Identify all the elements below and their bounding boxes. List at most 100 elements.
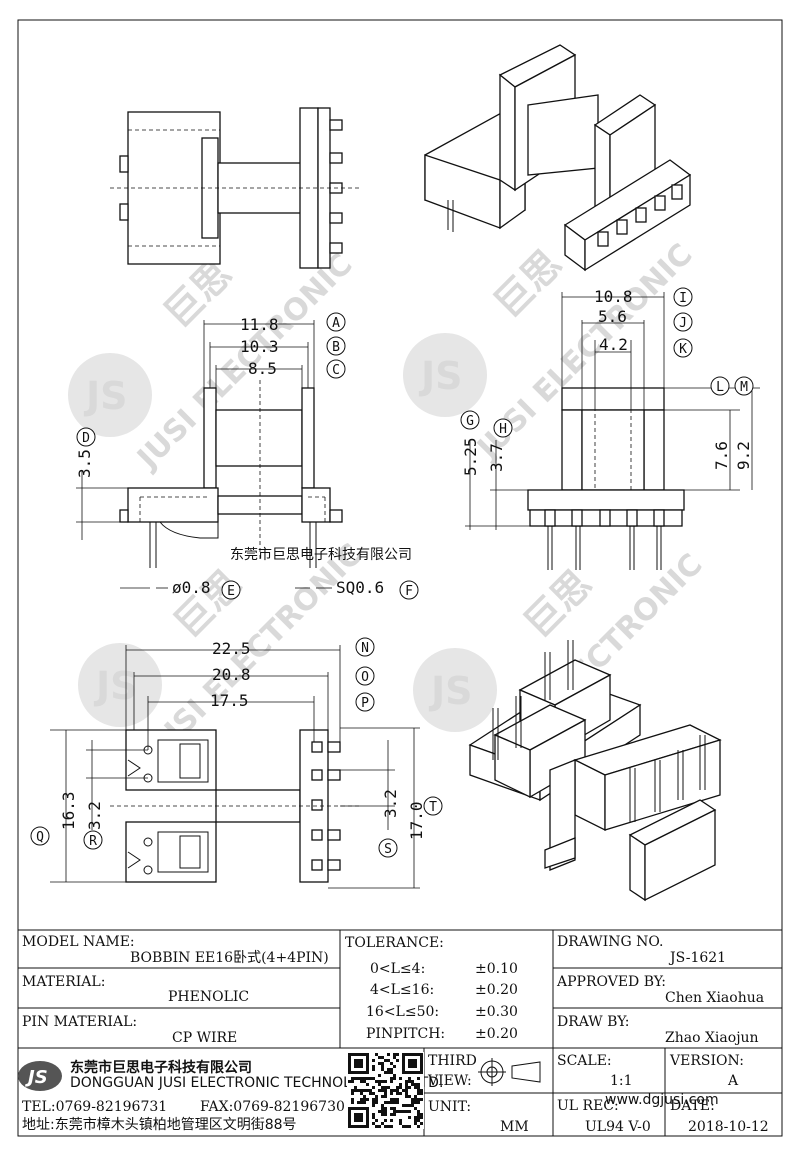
svg-text:Q: Q	[36, 830, 44, 845]
circle-label-r: R	[83, 830, 103, 850]
circle-label-k: K	[673, 338, 693, 358]
svg-text:JS: JS	[93, 664, 138, 708]
svg-text:E: E	[227, 584, 235, 599]
ul-rec-label: UL REC:	[557, 1098, 619, 1114]
circle-label-m: M	[734, 376, 754, 396]
watermark-cn-2: 巨思	[485, 242, 570, 327]
circle-label-h: H	[493, 418, 513, 438]
title-block: MODEL NAME: BOBBIN EE16卧式(4+4PIN) MATERI…	[18, 929, 782, 1136]
svg-text:JS: JS	[25, 1067, 48, 1088]
svg-text:G: G	[466, 414, 474, 429]
svg-text:K: K	[679, 342, 687, 357]
circle-label-c: C	[326, 359, 346, 379]
js-watermark-logo-1: JS	[68, 353, 152, 437]
company-logo: JS	[18, 1061, 62, 1091]
drawing-no-label: DRAWING NO.	[557, 934, 663, 950]
svg-text:JS: JS	[418, 354, 463, 398]
svg-text:5.25: 5.25	[461, 437, 480, 476]
svg-text:20.8: 20.8	[212, 665, 251, 684]
svg-text:B: B	[332, 340, 340, 355]
company-watermark-text: 东莞市巨思电子科技有限公司	[230, 546, 412, 563]
model-name-label: MODEL NAME:	[22, 934, 135, 950]
svg-text:JS: JS	[428, 669, 473, 713]
company-fax: FAX:0769-82196730	[200, 1099, 345, 1115]
svg-text:7.6: 7.6	[712, 441, 731, 470]
svg-text:JS: JS	[83, 374, 128, 418]
ul-rec-value: UL94 V-0	[585, 1119, 651, 1135]
circle-label-g: G	[460, 410, 480, 430]
third-view-label-2: VIEW:	[427, 1073, 472, 1089]
date-value: 2018-10-12	[688, 1119, 769, 1135]
circle-label-t: T	[423, 796, 443, 816]
top-view-dims: 11.8 10.3 8.5 3.5 ø0.8 SQ0.6	[75, 315, 384, 597]
third-view-label-1: THIRD	[428, 1053, 477, 1069]
sheet-border	[17, 19, 783, 1137]
svg-text:M: M	[740, 380, 748, 395]
svg-text:SQ0.6: SQ0.6	[336, 578, 384, 597]
circle-label-n: N	[355, 637, 375, 657]
tolerance-label: TOLERANCE:	[345, 935, 444, 951]
approved-by-value: Chen Xiaohua	[665, 990, 764, 1006]
circle-label-o: O	[355, 666, 375, 686]
circle-label-f: F	[399, 580, 419, 600]
pin-material-label: PIN MATERIAL:	[22, 1014, 137, 1030]
svg-text:N: N	[361, 641, 369, 656]
circle-label-j: J	[673, 312, 693, 332]
circle-label-b: B	[326, 336, 346, 356]
svg-text:T: T	[429, 800, 437, 815]
tol-value-3: ±0.20	[475, 1026, 518, 1042]
svg-text:O: O	[361, 670, 369, 685]
approved-by-label: APPROVED BY:	[556, 974, 666, 990]
svg-text:8.5: 8.5	[248, 359, 277, 378]
tol-range-3: PINPITCH:	[366, 1026, 445, 1042]
svg-text:16.3: 16.3	[59, 791, 78, 830]
svg-text:4.2: 4.2	[599, 335, 628, 354]
material-value: PHENOLIC	[168, 989, 249, 1005]
svg-text:3.7: 3.7	[487, 443, 506, 472]
svg-text:J: J	[679, 316, 687, 331]
svg-text:17.0: 17.0	[407, 801, 426, 840]
version-label: VERSION:	[669, 1053, 744, 1069]
draw-by-value: Zhao Xiaojun	[665, 1030, 759, 1046]
scale-label: SCALE:	[557, 1053, 612, 1069]
material-label: MATERIAL:	[22, 974, 105, 990]
side-view-dims: 10.8 5.6 4.2 7.6 9.2 5.25 3.7	[461, 287, 760, 570]
qr-code-icon	[347, 1052, 424, 1129]
svg-text:3.5: 3.5	[75, 449, 94, 478]
drawing-no-value: JS-1621	[668, 950, 726, 966]
svg-text:3.2: 3.2	[381, 789, 400, 818]
unit-value: MM	[500, 1119, 529, 1135]
svg-text:10.3: 10.3	[240, 337, 279, 356]
draw-by-label: DRAW BY:	[557, 1014, 629, 1030]
js-watermark-logo-2: JS	[403, 333, 487, 417]
circle-label-p: P	[355, 692, 375, 712]
company-address: 地址:东莞市樟木头镇柏地管理区文明街88号	[22, 1116, 297, 1133]
circle-label-a: A	[326, 312, 346, 332]
svg-text:D: D	[82, 431, 90, 446]
svg-text:L: L	[716, 380, 724, 395]
circle-label-d: D	[76, 427, 96, 447]
circle-label-s: S	[378, 838, 398, 858]
watermark-cn-4: 巨思	[515, 562, 600, 647]
bottom-view-dims: 22.5 20.8 17.5 16.3 3.2 3.2 17.0	[50, 639, 426, 889]
svg-text:11.8: 11.8	[240, 315, 279, 334]
svg-text:5.6: 5.6	[598, 307, 627, 326]
svg-text:3.2: 3.2	[85, 801, 104, 830]
circle-label-q: Q	[30, 826, 50, 846]
svg-text:P: P	[361, 696, 369, 711]
third-angle-projection-icon	[478, 1058, 541, 1086]
unit-label: UNIT:	[428, 1099, 471, 1115]
circle-label-l: L	[710, 376, 730, 396]
date-label: DATE:	[670, 1098, 715, 1114]
svg-text:R: R	[89, 834, 97, 849]
circle-label-i: I	[673, 287, 693, 307]
svg-text:9.2: 9.2	[734, 441, 753, 470]
svg-text:H: H	[499, 422, 507, 437]
js-watermark-logo-3: JS	[78, 643, 162, 727]
svg-text:ø0.8: ø0.8	[172, 578, 211, 597]
company-name-cn: 东莞市巨思电子科技有限公司	[70, 1059, 252, 1076]
watermark-cn-3: 巨思	[165, 562, 250, 647]
company-tel: TEL:0769-82196731	[22, 1099, 167, 1115]
tol-range-1: 4<L≤16:	[370, 982, 434, 998]
